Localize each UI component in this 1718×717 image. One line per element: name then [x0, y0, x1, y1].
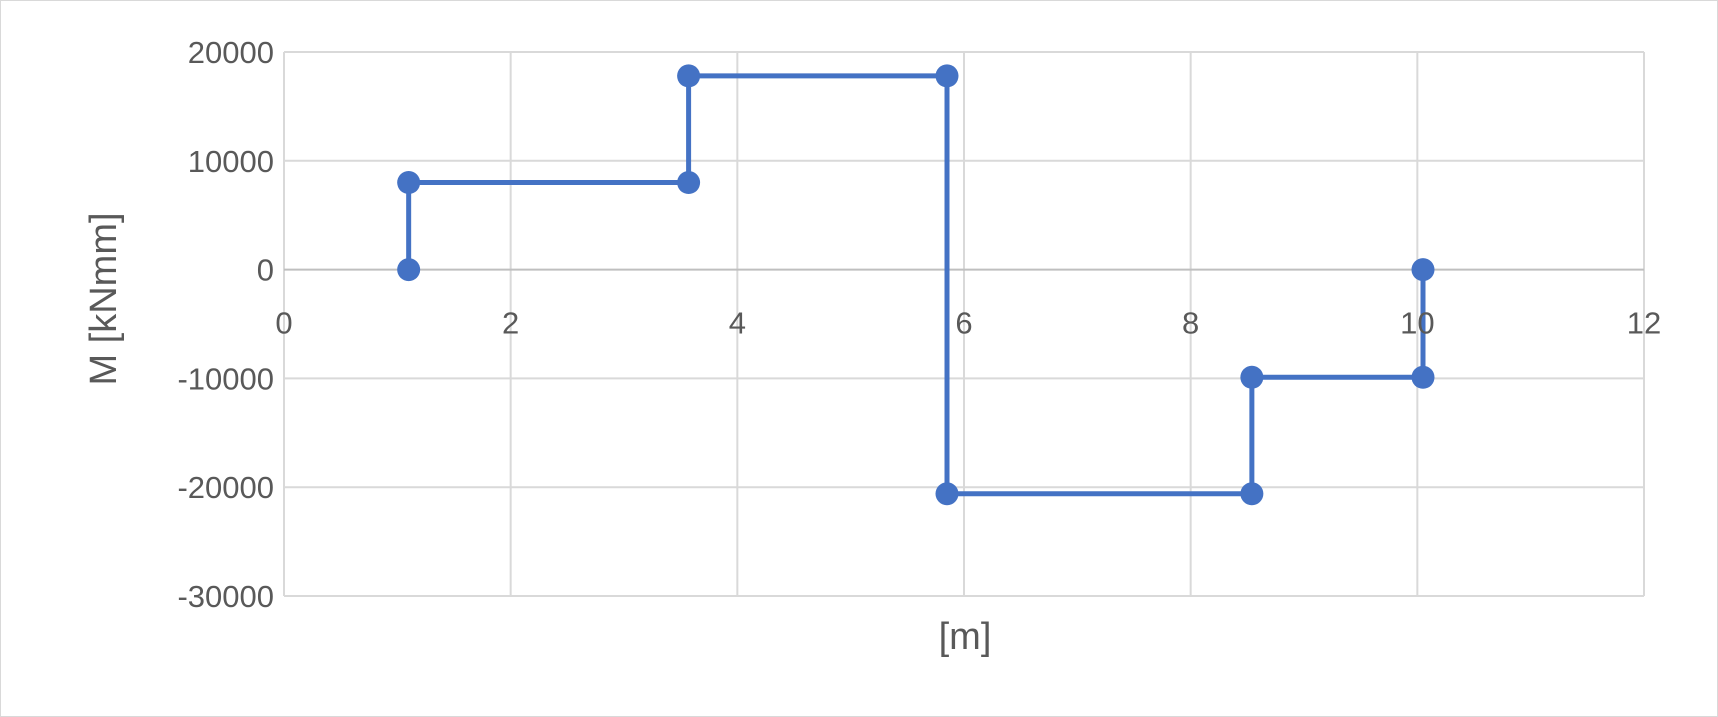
x-tick-label: 10	[1400, 306, 1434, 341]
y-tick-label: -20000	[177, 470, 274, 505]
x-tick-label: 12	[1627, 306, 1661, 341]
x-tick-label: 0	[275, 306, 292, 341]
y-tick-label: 20000	[188, 35, 274, 70]
data-point	[397, 258, 421, 282]
series-line	[406, 73, 1426, 497]
y-axis-title: M [kNmm]	[83, 212, 125, 385]
data-point	[1240, 482, 1264, 506]
data-point	[677, 64, 701, 88]
x-tick-label: 6	[955, 306, 972, 341]
series-layer	[397, 64, 1435, 506]
y-tick-label: 10000	[188, 144, 274, 179]
y-tick-label: -10000	[177, 361, 274, 396]
data-point	[397, 171, 421, 195]
x-tick-label: 2	[502, 306, 519, 341]
data-point	[677, 171, 701, 195]
y-tick-label: 0	[257, 253, 274, 288]
data-point	[1411, 258, 1435, 282]
data-point	[935, 64, 959, 88]
x-axis-title: [m]	[939, 616, 992, 658]
x-tick-label: 8	[1182, 306, 1199, 341]
data-point	[935, 482, 959, 506]
x-tick-label: 4	[729, 306, 746, 341]
y-tick-label: -30000	[177, 579, 274, 614]
data-point	[1411, 365, 1435, 389]
data-point	[1240, 365, 1264, 389]
